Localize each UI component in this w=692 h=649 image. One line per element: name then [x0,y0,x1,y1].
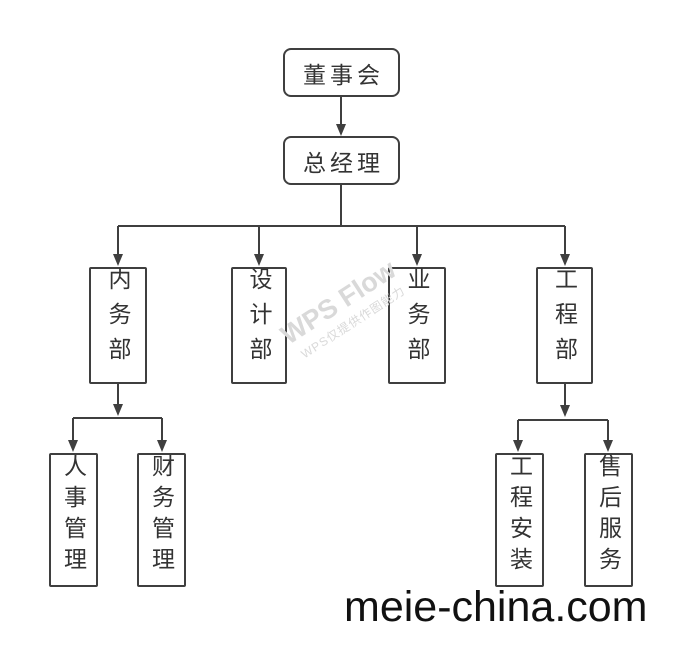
org-node-design-dept: 设计部 [231,267,287,384]
org-node-label: 人事管理 [60,454,87,578]
org-node-after-sales-service: 售后服务 [584,453,633,587]
org-node-label: 董事会 [303,61,384,88]
org-node-label: 工程安装 [506,454,533,578]
org-node-business-dept: 业务部 [388,267,446,384]
org-node-label: 售后服务 [595,454,622,578]
org-node-board: 董事会 [283,48,400,97]
org-node-label: 内务部 [105,267,131,372]
org-node-label: 设计部 [246,267,272,372]
org-node-internal-affairs: 内务部 [89,267,147,384]
org-node-engineering-dept: 工程部 [536,267,593,384]
org-node-label: 业务部 [404,267,430,372]
org-node-finance-management: 财务管理 [137,453,186,587]
org-node-general-manager: 总经理 [283,136,400,185]
org-node-label: 财务管理 [148,454,175,578]
site-brand-text: meie-china.com [344,583,648,631]
org-node-label: 工程部 [551,267,578,372]
org-node-hr-management: 人事管理 [49,453,98,587]
org-node-engineering-installation: 工程安装 [495,453,544,587]
org-node-label: 总经理 [303,149,384,176]
